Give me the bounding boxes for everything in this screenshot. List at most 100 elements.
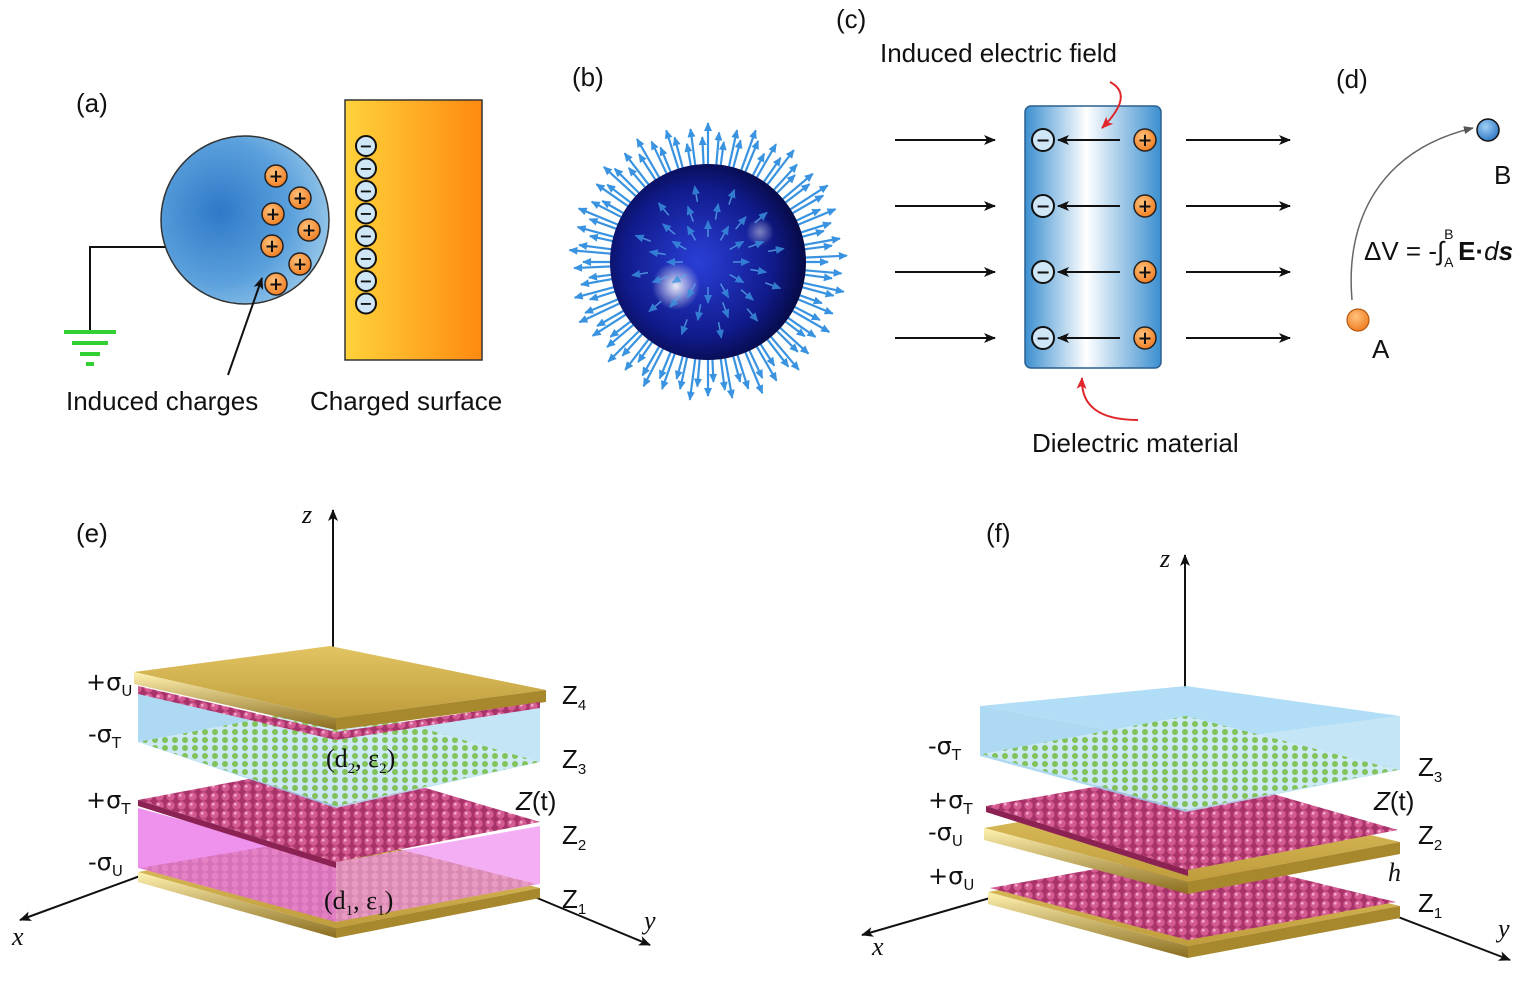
field-arrow [803, 268, 843, 277]
plus-charge-1: + [261, 202, 285, 226]
panel-c-graphic: −+−+−+−+ [895, 81, 1291, 421]
e-pink-layer-edge [138, 800, 336, 868]
e-z4-label: Z4 [562, 680, 586, 714]
field-arrow [638, 153, 658, 182]
field-arrow [788, 184, 829, 212]
e-eps1: , ε [353, 886, 378, 915]
field-arrow [694, 357, 702, 388]
f-zt-text: Z [1374, 786, 1390, 816]
e-z1-sub: 1 [577, 901, 587, 919]
field-arrow [780, 172, 814, 202]
f-z3-label: Z3 [1418, 752, 1442, 786]
inner-field-arrow [662, 223, 676, 235]
induced-field-pointer [1101, 81, 1122, 129]
e-z2-text: Z [562, 820, 578, 850]
field-arrow [588, 218, 619, 231]
ground-symbol [64, 330, 116, 366]
e-d2-close: ) [386, 744, 396, 773]
dielectric-rows: −+−+−+−+ [895, 128, 1291, 350]
field-arrow [800, 229, 825, 239]
field-arrow [577, 207, 620, 227]
field-arrow [743, 140, 760, 174]
svg-text:+: + [1138, 131, 1153, 151]
e-d1-eps1-label: (d1, ε1) [324, 886, 393, 920]
field-arrow [686, 357, 697, 401]
plus-charge-0: + [264, 164, 288, 188]
inner-field-arrow [750, 266, 768, 275]
svg-text:+: + [302, 221, 317, 241]
minus-charge-5: − [355, 247, 377, 270]
field-arrow [731, 139, 743, 170]
e-z1-label: Z1 [562, 884, 586, 918]
field-arrow [796, 208, 837, 227]
e-axis-x [19, 875, 141, 921]
svg-text:+: + [1138, 329, 1153, 349]
dielectric-minus-2: − [1031, 260, 1055, 284]
f-bottom-electrode-side [1188, 906, 1400, 958]
field-arrow [606, 183, 633, 205]
e-eps1-sub: 1 [377, 903, 385, 920]
f-axis-y [1379, 909, 1511, 961]
field-arrow [576, 225, 616, 239]
e-z2-label: Z2 [562, 820, 586, 854]
inner-field-arrow [754, 211, 768, 224]
field-arrow [765, 337, 790, 368]
e-sigma-t-neg-text: -σ [88, 720, 112, 748]
field-arrow [573, 263, 613, 272]
e-axis-y [529, 894, 651, 946]
field-arrow [578, 301, 622, 324]
field-arrow [603, 166, 638, 199]
inner-field-arrow [729, 240, 745, 251]
e-d1-close: ) [384, 886, 394, 915]
field-arrow [747, 348, 764, 379]
f-z2-text: Z [1418, 820, 1434, 850]
field-arrow [765, 149, 795, 187]
field-arrow [624, 337, 651, 371]
field-arrow [792, 305, 821, 321]
e-sigma-t-pos-text: +σ [86, 786, 122, 814]
field-arrow [613, 167, 641, 195]
field-arrow [755, 143, 777, 180]
field-arrow [596, 309, 626, 327]
f-middle-electrode-edge [984, 828, 1188, 894]
f-z1-text: Z [1418, 888, 1434, 918]
e-magenta-slab-front [138, 808, 336, 922]
field-arrow [664, 129, 681, 171]
f-sigma-u-neg-sub: U [951, 831, 963, 850]
point-a-dot [1346, 308, 1370, 332]
field-arrow [797, 293, 823, 305]
field-arrow [768, 334, 800, 371]
induced-charges-label: Induced charges [66, 386, 259, 416]
e-z2-sub: 2 [577, 837, 587, 855]
field-arrow [803, 273, 833, 282]
field-arrow [578, 242, 613, 251]
plus-charge-5: + [288, 252, 312, 276]
svg-text:+: + [269, 275, 284, 295]
field-arrow [783, 319, 806, 338]
field-arrow [650, 140, 669, 176]
inner-field-arrow [651, 275, 668, 284]
f-sigma-u-neg-text: -σ [928, 818, 952, 846]
f-bottom-electrode-edge [988, 892, 1188, 958]
e-bottom-electrode-side [336, 888, 540, 938]
minus-charge-2: − [355, 180, 377, 202]
ground-wire [89, 246, 170, 332]
field-arrow [786, 316, 817, 338]
e-z3-label: Z3 [562, 744, 586, 778]
f-z1-sub: 1 [1433, 905, 1443, 923]
f-axis-x [861, 897, 991, 937]
f-sigma-t-neg-sub: T [951, 745, 962, 764]
f-middle-electrode-side [1188, 842, 1400, 894]
field-arrow [801, 281, 845, 295]
field-arrow [709, 357, 718, 383]
field-arrow [799, 221, 832, 235]
svg-text:−: − [359, 137, 372, 156]
field-arrow [775, 174, 796, 195]
f-z2-label: Z2 [1418, 820, 1442, 854]
inner-field-arrow [648, 249, 666, 258]
sphere-highlight-2 [746, 218, 774, 246]
inner-field-arrow [686, 225, 697, 241]
e-zt-label: Z(t) [516, 786, 556, 817]
